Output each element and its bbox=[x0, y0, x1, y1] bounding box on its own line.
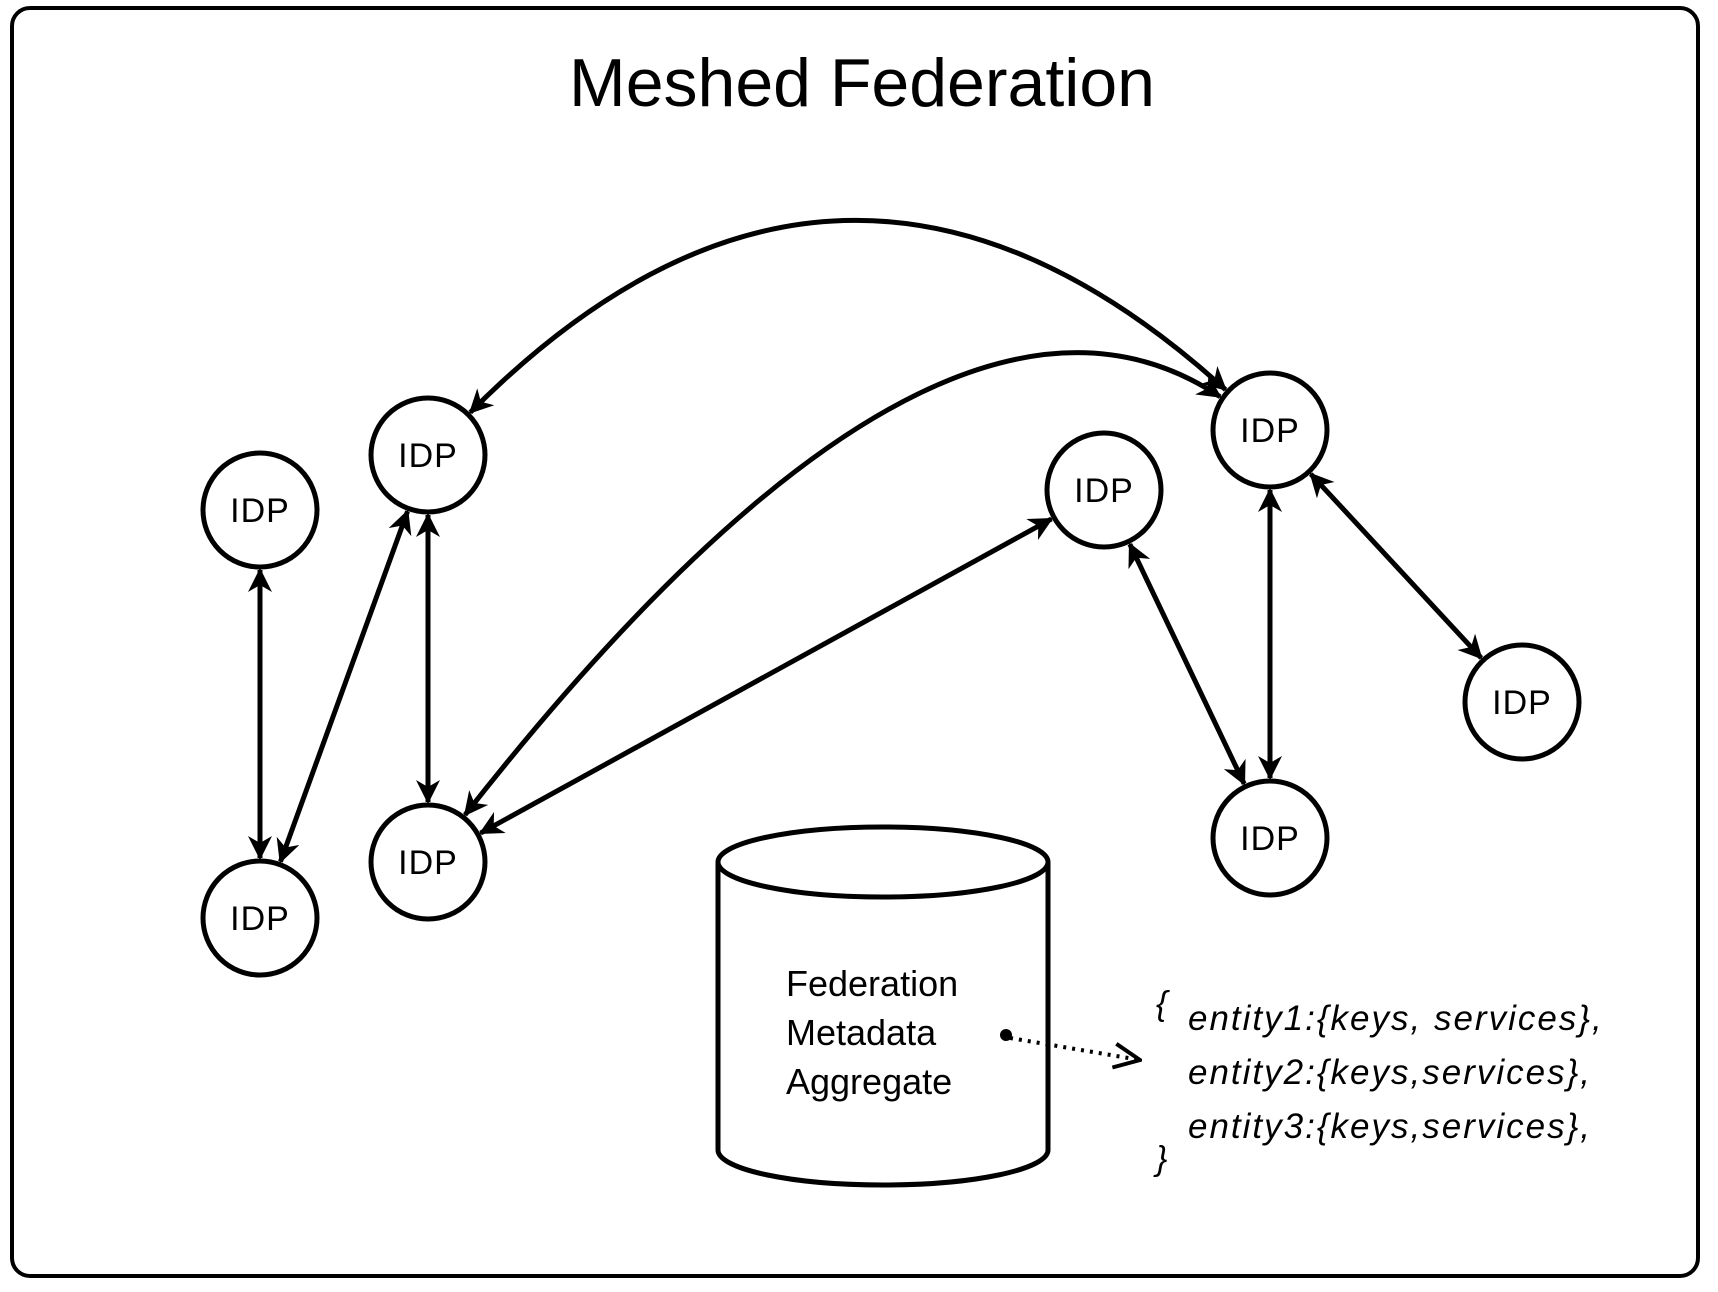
idp-node-label: IDP bbox=[398, 844, 458, 882]
idp-node-4: IDP bbox=[368, 802, 488, 922]
idp-node-circle bbox=[200, 450, 320, 570]
idp-node-3: IDP bbox=[368, 395, 488, 515]
idp-node-label: IDP bbox=[1492, 684, 1552, 722]
database-body bbox=[715, 862, 1051, 1188]
idp-node-label: IDP bbox=[1074, 472, 1134, 510]
idp-node-6: IDP bbox=[1210, 370, 1330, 490]
metadata-line-3: entity3:{keys,services}, bbox=[1188, 1107, 1592, 1146]
edge-n3-n6 bbox=[468, 217, 1228, 415]
metadata-link-dotted-arrow bbox=[1009, 1036, 1140, 1060]
idp-node-7: IDP bbox=[1462, 642, 1582, 762]
idp-node-8: IDP bbox=[1210, 778, 1330, 898]
edge-n5-n8 bbox=[1127, 542, 1247, 786]
metadata-link-dot bbox=[1000, 1029, 1012, 1041]
database-label-line-1: Federation bbox=[786, 963, 958, 1004]
idp-node-label: IDP bbox=[1240, 412, 1300, 450]
metadata-contents: { entity1:{keys, services}, entity2:{key… bbox=[1153, 985, 1604, 1178]
idp-node-circle bbox=[1210, 778, 1330, 898]
metadata-line-1: entity1:{keys, services}, bbox=[1188, 999, 1604, 1038]
idp-node-circle bbox=[1044, 430, 1164, 550]
idp-node-circle bbox=[368, 802, 488, 922]
edges-layer bbox=[248, 217, 1484, 864]
edge-n3-n2 bbox=[276, 509, 412, 864]
idp-node-2: IDP bbox=[200, 858, 320, 978]
nodes-layer: IDP IDP IDP IDP IDP IDP IDP IDP bbox=[200, 370, 1582, 978]
diagram-frame bbox=[10, 6, 1700, 1278]
idp-node-1: IDP bbox=[200, 450, 320, 570]
idp-node-label: IDP bbox=[230, 900, 290, 938]
diagram-title: Meshed Federation bbox=[569, 45, 1155, 121]
idp-node-circle bbox=[368, 395, 488, 515]
idp-node-circle bbox=[200, 858, 320, 978]
idp-node-label: IDP bbox=[1240, 820, 1300, 858]
idp-node-circle bbox=[1210, 370, 1330, 490]
metadata-database: Federation Metadata Aggregate bbox=[715, 824, 1051, 1188]
idp-node-label: IDP bbox=[230, 492, 290, 530]
metadata-line-2: entity2:{keys,services}, bbox=[1188, 1053, 1592, 1092]
database-label-line-3: Aggregate bbox=[786, 1061, 952, 1102]
idp-node-circle bbox=[1462, 642, 1582, 762]
metadata-link bbox=[1000, 1029, 1140, 1060]
metadata-close-brace: } bbox=[1153, 1140, 1167, 1178]
edge-n4-n6 bbox=[463, 350, 1222, 817]
edge-n5-n4 bbox=[478, 516, 1054, 836]
idp-node-label: IDP bbox=[398, 437, 458, 475]
database-label-line-2: Metadata bbox=[786, 1012, 937, 1053]
metadata-open-brace: { bbox=[1156, 985, 1170, 1023]
edge-n6-n7 bbox=[1308, 472, 1484, 660]
database-top bbox=[715, 824, 1051, 900]
idp-node-5: IDP bbox=[1044, 430, 1164, 550]
